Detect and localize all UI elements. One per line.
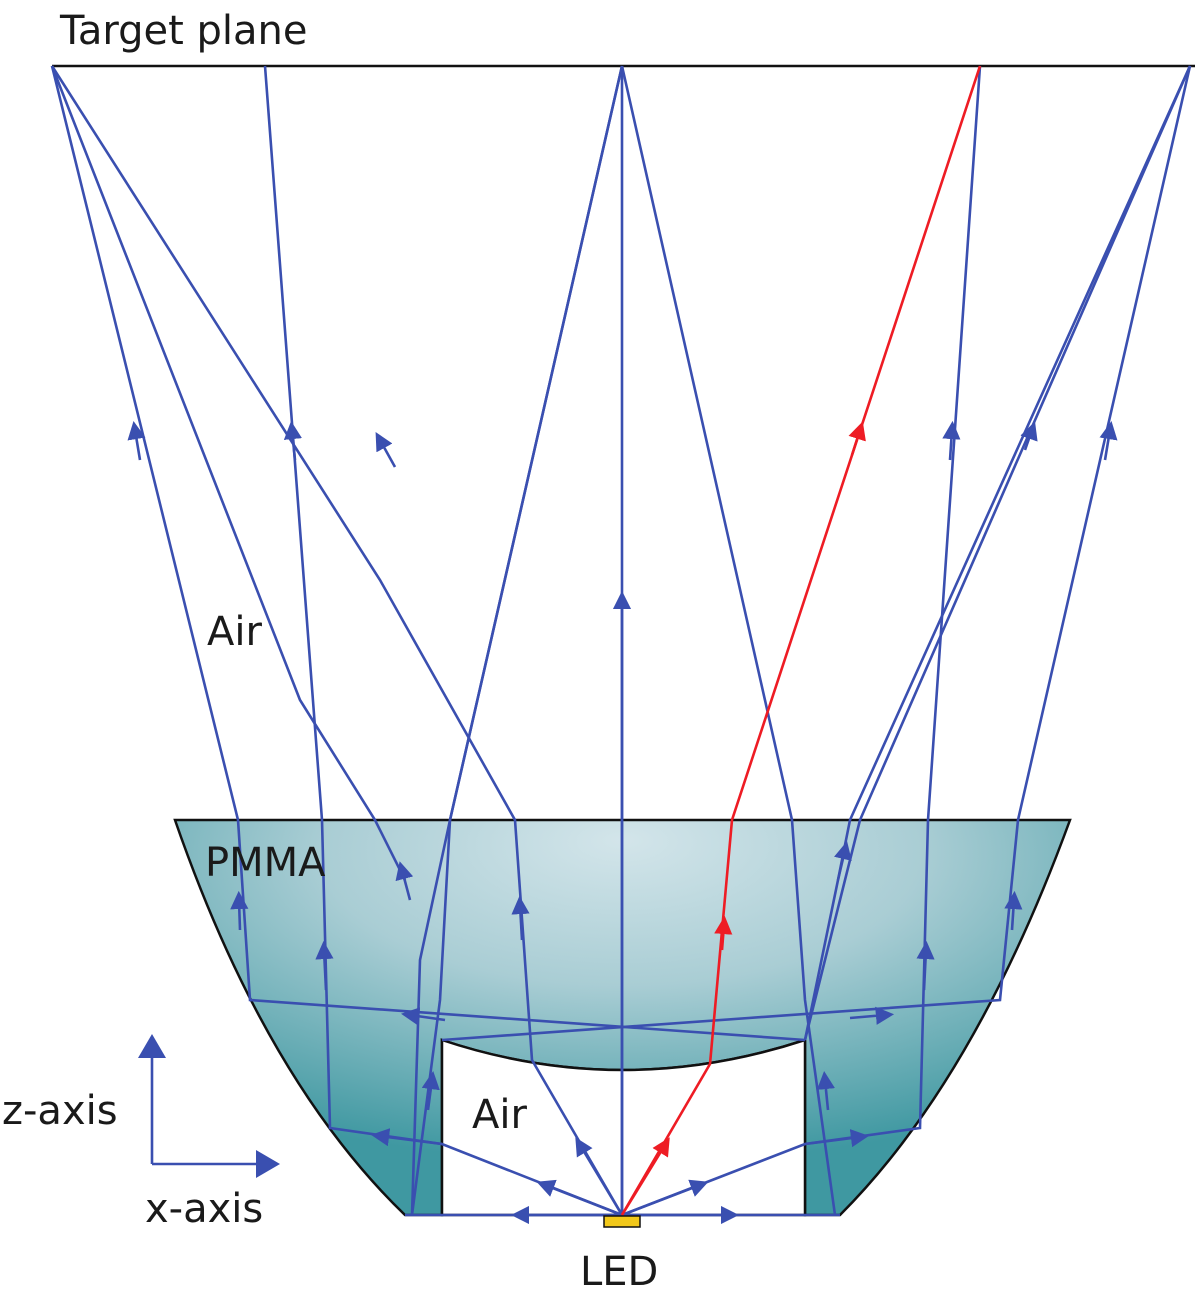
axis-indicator (150, 1050, 262, 1166)
ray-low-right (621, 65, 982, 1217)
target-plane-label: Target plane (59, 8, 307, 54)
ray-low-left (263, 65, 623, 1217)
ray-steep-left (50, 65, 624, 1216)
z-axis-label: z-axis (2, 1088, 118, 1134)
air-outer-label: Air (207, 609, 262, 655)
highlight-ray (620, 65, 982, 1216)
ray-cross-right (620, 65, 837, 1216)
led-label: LED (580, 1249, 658, 1295)
x-axis-arrow-icon (256, 1150, 280, 1178)
ray-upper-left (50, 65, 806, 1042)
ray-right-wall (803, 65, 1192, 1041)
air-inner-label: Air (472, 1092, 527, 1138)
ray-cross-left-b (50, 65, 407, 881)
rays (50, 65, 1192, 1225)
pmma-label: PMMA (205, 840, 326, 886)
led-chip (603, 1215, 641, 1228)
z-axis-arrow-icon (138, 1034, 166, 1058)
ray-left-to-right (410, 65, 624, 1216)
x-axis-label: x-axis (145, 1186, 263, 1232)
ray-upper-right (441, 65, 1192, 1042)
